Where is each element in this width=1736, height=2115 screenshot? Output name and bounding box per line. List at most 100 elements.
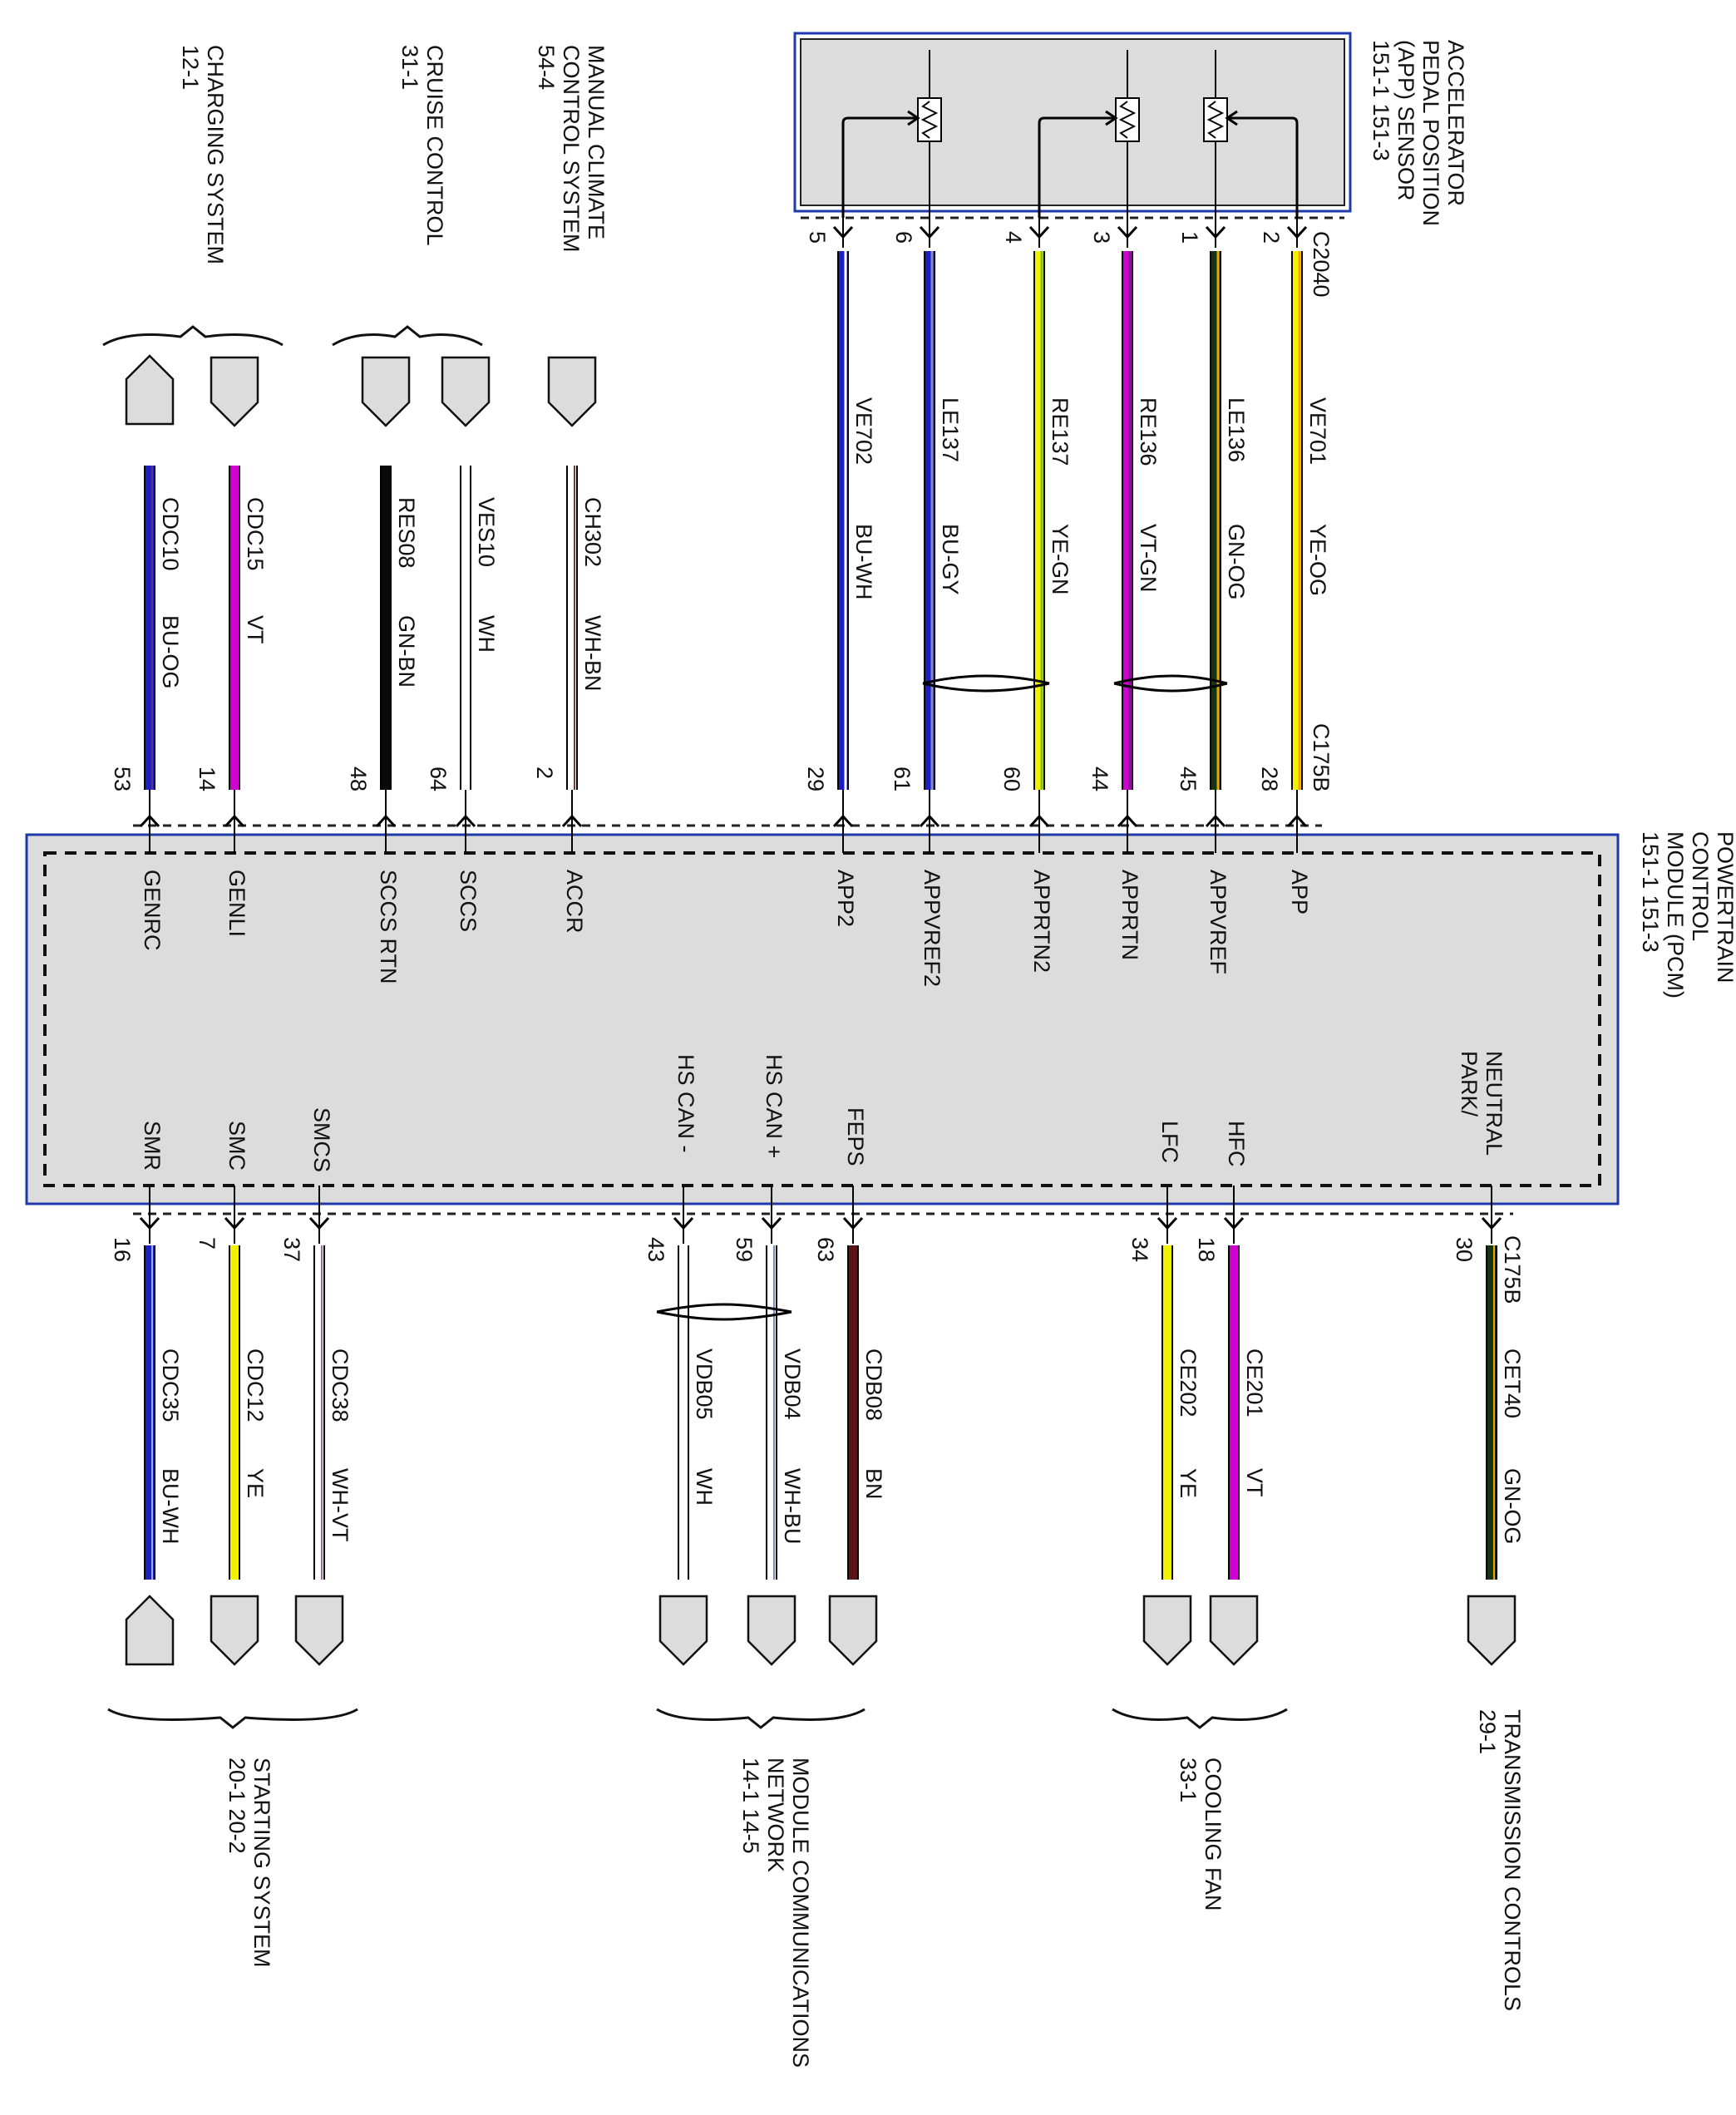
ves10-connector	[441, 356, 491, 427]
pcm-connector-bottom: C175B	[1500, 1235, 1525, 1304]
wire-color-code: BU-WH	[851, 524, 876, 599]
cdc15-pin-arrow	[224, 814, 245, 828]
system-network-line-1: NETWORK	[763, 1758, 788, 1872]
cet40-wire-core	[1487, 1245, 1496, 1580]
cdc38-wire	[313, 1245, 325, 1580]
res08-connector-shape	[361, 356, 411, 427]
cdb08-wire	[847, 1245, 859, 1580]
circuit-id: CDC10	[158, 497, 183, 571]
brace-charging	[102, 325, 284, 347]
le136-wire	[1210, 251, 1221, 790]
pcm-signal-name: APPRTN2	[1029, 870, 1054, 973]
pcm-pin-number: 63	[813, 1237, 838, 1262]
app-sensor-frame	[793, 32, 1352, 213]
circuit-id: RES08	[394, 497, 419, 569]
cdc38-pin-arrow	[308, 1216, 330, 1230]
pcm-signal-name-line2: NEUTRAL	[1482, 1051, 1507, 1156]
cdb08-connector	[828, 1595, 878, 1666]
ves10-wire	[460, 466, 471, 790]
cdc10-pin-arrow	[139, 814, 160, 828]
wiper-lead-1	[841, 116, 916, 218]
wire-color-code: WH-VT	[328, 1468, 353, 1541]
pcm-signal-name: ACCR	[562, 870, 587, 934]
pcm-pin-number: 29	[803, 767, 828, 791]
wire-color-code: WH-BN	[580, 615, 605, 691]
ve701-wire	[1291, 251, 1303, 790]
system-starting-line-0: STARTING SYSTEM	[249, 1758, 274, 1968]
pcm-pin-number: 53	[110, 767, 135, 791]
pcm-pin-number: 59	[732, 1237, 757, 1262]
re137-pcm-pin-arrow	[1028, 814, 1050, 828]
pcm-title-line-0: POWERTRAIN	[1713, 831, 1736, 984]
app-sensor-title-line-3: 151-1 151-3	[1369, 40, 1393, 161]
res08-connector	[361, 356, 411, 427]
cdc12-wire	[229, 1245, 240, 1580]
cdc15-wire	[229, 466, 240, 790]
pcm-pin-number: 34	[1127, 1237, 1152, 1262]
res08-pin-arrow	[375, 814, 397, 828]
ce202-pin-arrow	[1157, 1216, 1178, 1230]
re136-pcm-pin-arrow	[1117, 814, 1138, 828]
pcm-pin-number: 30	[1452, 1237, 1477, 1262]
circuit-id: CDC15	[243, 497, 268, 571]
wire-color-code: VT	[243, 615, 268, 644]
pcm-signal-name: FEPS	[843, 1107, 868, 1166]
system-cooling-line-0: COOLING FAN	[1201, 1758, 1226, 1911]
circuit-id: VDB05	[692, 1348, 717, 1420]
vdb04-connector	[747, 1595, 796, 1666]
wiper-arrow-3	[1225, 110, 1238, 126]
system-network-line-0: MODULE COMMUNICATIONS	[788, 1758, 813, 2068]
wire-color-code: VT	[1242, 1468, 1267, 1497]
pcm-connector-top: C175B	[1309, 723, 1334, 792]
ve701-pcm-pin-arrow	[1286, 814, 1308, 828]
le136-wire-core	[1211, 251, 1220, 790]
circuit-id: RE137	[1048, 397, 1073, 466]
system-climate-line-2: 54-4	[534, 45, 559, 90]
vdb05-connector-shape	[658, 1595, 708, 1666]
twisted-pair-can	[656, 1303, 792, 1321]
wire-color-code: WH	[474, 615, 499, 653]
circuit-id: VE701	[1305, 397, 1330, 465]
cet40-wire	[1486, 1245, 1497, 1580]
vdb05-wire	[678, 1245, 689, 1580]
pcm-signal-name: SMR	[140, 1121, 165, 1171]
wire-color-code: BU-WH	[158, 1468, 183, 1544]
wire-color-code: BU-OG	[158, 615, 183, 689]
wire-color-code: YE-OG	[1305, 524, 1330, 596]
pcm-signal-name: SMC	[224, 1121, 249, 1171]
cdb08-connector-shape	[828, 1595, 878, 1666]
wiper-lead-2	[1038, 116, 1114, 218]
pcm-frame	[25, 833, 1620, 1205]
pcm-signal-name: GENRC	[140, 870, 165, 951]
pcm-inner-dashed	[43, 851, 1601, 1187]
cdc10-wire-core	[145, 466, 154, 790]
cdc35-wire-core	[145, 1245, 154, 1580]
wire-color-code: WH-BU	[780, 1468, 805, 1544]
app-sensor-connector-id: C2040	[1309, 231, 1334, 298]
cdc38-connector-shape	[294, 1595, 344, 1666]
wiper-arrow-1	[907, 110, 920, 126]
ce202-connector	[1142, 1595, 1192, 1666]
twisted-pair-2	[1113, 674, 1228, 693]
vdb04-connector-shape	[747, 1595, 796, 1666]
res08-wire-core	[382, 466, 390, 790]
pcm-signal-name: HS CAN -	[673, 1054, 698, 1153]
circuit-id: RE136	[1136, 397, 1161, 466]
pcm-signal-name: GENLI	[224, 870, 249, 937]
cet40-pin-arrow	[1481, 1216, 1502, 1230]
circuit-id: CDC12	[243, 1348, 268, 1422]
pcm-pin-number: 28	[1257, 767, 1282, 791]
pcm-pin-number: 61	[890, 767, 915, 791]
circuit-id: VE702	[851, 397, 876, 465]
system-cruise-line-0: CRUISE CONTROL	[422, 45, 447, 246]
circuit-id: LE137	[938, 397, 963, 462]
sensor-pin-number: 1	[1177, 231, 1202, 244]
pcm-title-line-3: 151-1 151-3	[1638, 831, 1663, 953]
diagram-base	[25, 32, 1620, 1729]
potentiometer-zigzag-1	[1118, 101, 1137, 139]
ce201-wire-core	[1230, 1245, 1238, 1580]
circuit-id: CE201	[1242, 1348, 1267, 1417]
pcm-signal-name: APPRTN	[1117, 870, 1142, 960]
re136-wire-core	[1123, 251, 1132, 790]
